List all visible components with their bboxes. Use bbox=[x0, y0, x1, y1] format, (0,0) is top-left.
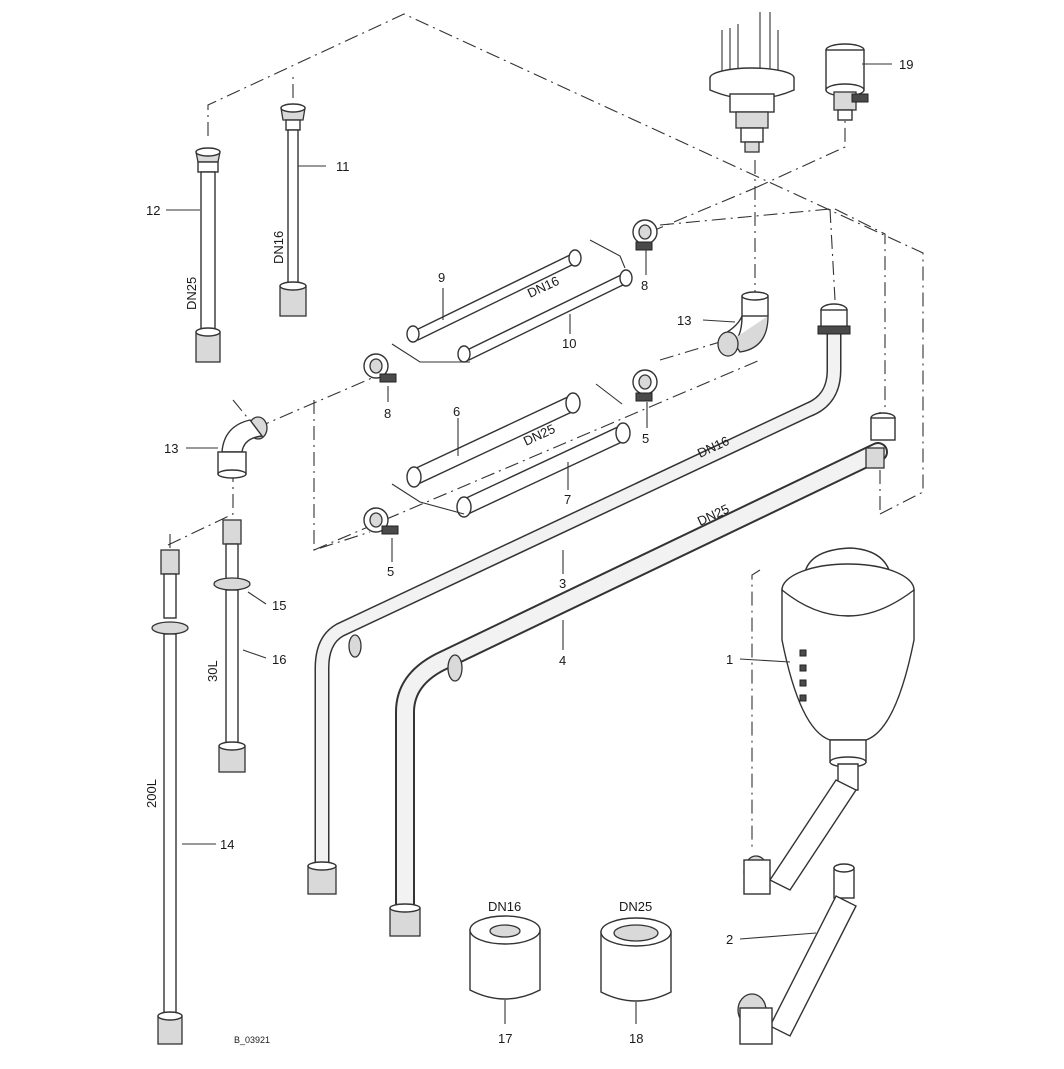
callout-5-low: 5 bbox=[387, 564, 394, 579]
callout-8-mid: 8 bbox=[384, 406, 391, 421]
label-dn25-adapter: DN25 bbox=[619, 899, 652, 914]
part-4-dn25-bent-tube bbox=[389, 412, 896, 937]
callout-8-top: 8 bbox=[641, 278, 648, 293]
pump-mount-assembly bbox=[709, 12, 795, 153]
callout-15: 15 bbox=[272, 598, 286, 613]
callout-1: 1 bbox=[726, 652, 733, 667]
callout-10: 10 bbox=[562, 336, 576, 351]
callout-12: 12 bbox=[146, 203, 160, 218]
part-16-lance-30l bbox=[213, 519, 251, 773]
adapter-18-dn25 bbox=[600, 917, 672, 1002]
callout-9: 9 bbox=[438, 270, 445, 285]
clamp-5-mid bbox=[632, 369, 658, 402]
callout-11: 11 bbox=[336, 159, 350, 174]
callout-19: 19 bbox=[899, 57, 913, 72]
part-14-lance-200l bbox=[151, 549, 189, 1045]
callout-7: 7 bbox=[564, 492, 571, 507]
label-200l: 200L bbox=[144, 779, 159, 808]
part-12-dn25-tube bbox=[195, 147, 221, 363]
callout-5-mid: 5 bbox=[642, 431, 649, 446]
part-11-dn16-tube bbox=[279, 103, 307, 317]
part-19-connector bbox=[825, 43, 869, 121]
part-2-drain-pipe bbox=[737, 863, 857, 1045]
callout-17: 17 bbox=[498, 1031, 512, 1046]
callout-13-left: 13 bbox=[164, 441, 178, 456]
callout-2: 2 bbox=[726, 932, 733, 947]
clamp-5-low bbox=[363, 507, 399, 535]
label-dn25-part12: DN25 bbox=[184, 277, 199, 310]
part-1-tank bbox=[743, 547, 915, 895]
hoses-6-7-dn25 bbox=[391, 383, 631, 518]
callout-13-right: 13 bbox=[677, 313, 691, 328]
callout-3: 3 bbox=[559, 576, 566, 591]
clamp-8-mid bbox=[363, 353, 397, 383]
drawing-id: B_03921 bbox=[234, 1035, 270, 1045]
leader-lines bbox=[166, 63, 892, 1024]
elbow-13-right bbox=[717, 291, 769, 357]
callout-numbers: 19 11 12 8 9 10 13 8 6 5 13 7 5 3 15 4 1… bbox=[146, 57, 913, 1046]
callout-4: 4 bbox=[559, 653, 566, 668]
callout-18: 18 bbox=[629, 1031, 643, 1046]
elbow-13-left bbox=[217, 416, 268, 479]
clamp-8-top bbox=[632, 219, 658, 251]
part-3-dn16-bent-tube bbox=[307, 303, 851, 895]
label-dn16-adapter: DN16 bbox=[488, 899, 521, 914]
label-30l: 30L bbox=[205, 660, 220, 682]
callout-6: 6 bbox=[453, 404, 460, 419]
label-dn16-part11: DN16 bbox=[271, 231, 286, 264]
callout-16: 16 bbox=[272, 652, 286, 667]
callout-14: 14 bbox=[220, 837, 234, 852]
hoses-9-10-dn16 bbox=[391, 239, 633, 363]
adapter-17-dn16 bbox=[469, 915, 541, 1000]
